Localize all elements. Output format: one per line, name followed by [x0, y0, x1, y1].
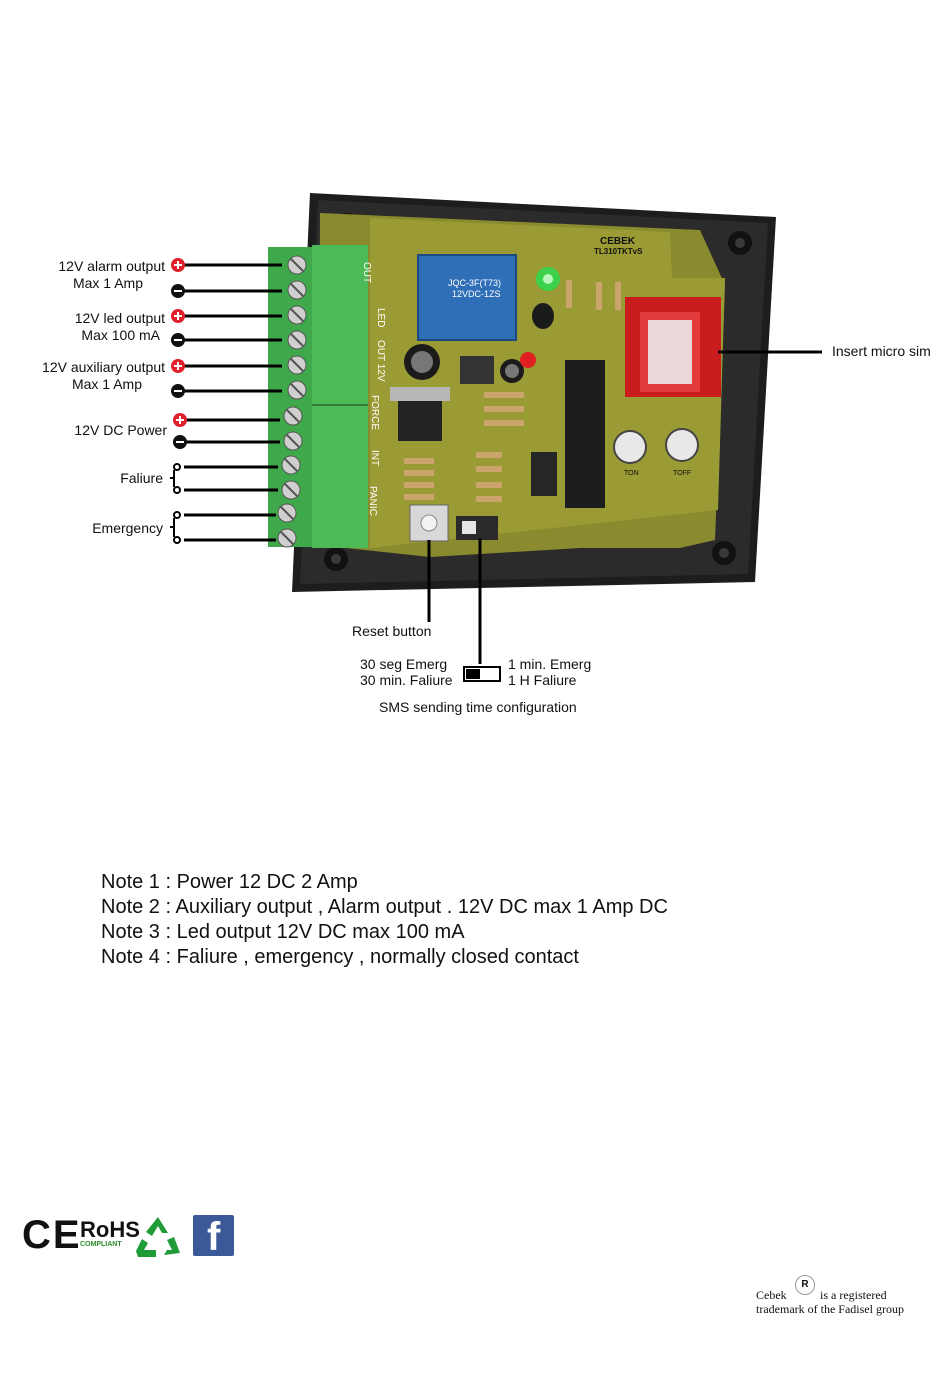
relay-label-1: JQC-3F(T73) — [448, 278, 502, 288]
device-photo — [170, 193, 822, 682]
ce-mark: CE — [22, 1213, 82, 1257]
note-1: Note 1 : Power 12 DC 2 Amp — [101, 871, 358, 893]
reset-button-label: Reset button — [352, 623, 432, 639]
side-label-panic: PANIC — [367, 486, 378, 516]
led-output-label: 12V led output Max 100 mA — [74, 310, 165, 343]
note-2: Note 2 : Auxiliary output , Alarm output… — [101, 896, 668, 918]
knob-label-ton: TON — [624, 470, 639, 477]
emergency-label: Emergency — [92, 520, 163, 536]
failure-label: Faliure — [120, 470, 163, 486]
brand-name: CEBEK — [600, 236, 636, 247]
alarm-output-label: 12V alarm output Max 1 Amp — [58, 258, 165, 291]
switch-left-label-2: 30 min. Faliure — [360, 672, 453, 688]
switch-caption: SMS sending time configuration — [379, 699, 577, 715]
side-label-out12v: OUT 12V — [375, 340, 386, 382]
pcb-board — [268, 213, 725, 557]
contact-symbols — [170, 463, 181, 544]
trademark-line-2: trademark of the Fadisel group — [756, 1302, 904, 1316]
trademark-line-1a: Cebek — [756, 1288, 787, 1302]
trademark-line-1b: is a registered — [820, 1288, 887, 1302]
note-4: Note 4 : Faliure , emergency , normally … — [101, 946, 579, 968]
facebook-icon[interactable]: f — [193, 1215, 234, 1259]
side-label-int: INT — [369, 450, 380, 467]
side-label-force: FORCE — [369, 395, 380, 430]
aux-output-label: 12V auxiliary output Max 1 Amp — [42, 359, 165, 392]
dip-switch-icon — [463, 666, 501, 682]
recycle-icon — [136, 1217, 180, 1257]
registered-mark: R — [795, 1275, 815, 1295]
polarity-markers — [171, 258, 187, 449]
relay-label-2: 12VDC-1ZS — [452, 289, 501, 299]
knob-label-toff: TOFF — [673, 470, 692, 477]
insert-sim-label: Insert micro sim — [832, 343, 931, 359]
switch-right-label-1: 1 min. Emerg — [508, 656, 592, 672]
model-number: TL310TKTvS — [594, 247, 643, 256]
side-label-out: OUT — [361, 262, 372, 284]
side-label-led: LED — [375, 308, 386, 328]
rohs-mark: RoHS COMPLIANT — [80, 1217, 140, 1249]
dc-power-label: 12V DC Power — [74, 422, 167, 438]
note-3: Note 3 : Led output 12V DC max 100 mA — [101, 921, 465, 943]
switch-right-label-2: 1 H Faliure — [508, 672, 577, 688]
terminal-wires — [184, 263, 282, 542]
switch-left-label-1: 30 seg Emerg — [360, 656, 448, 672]
